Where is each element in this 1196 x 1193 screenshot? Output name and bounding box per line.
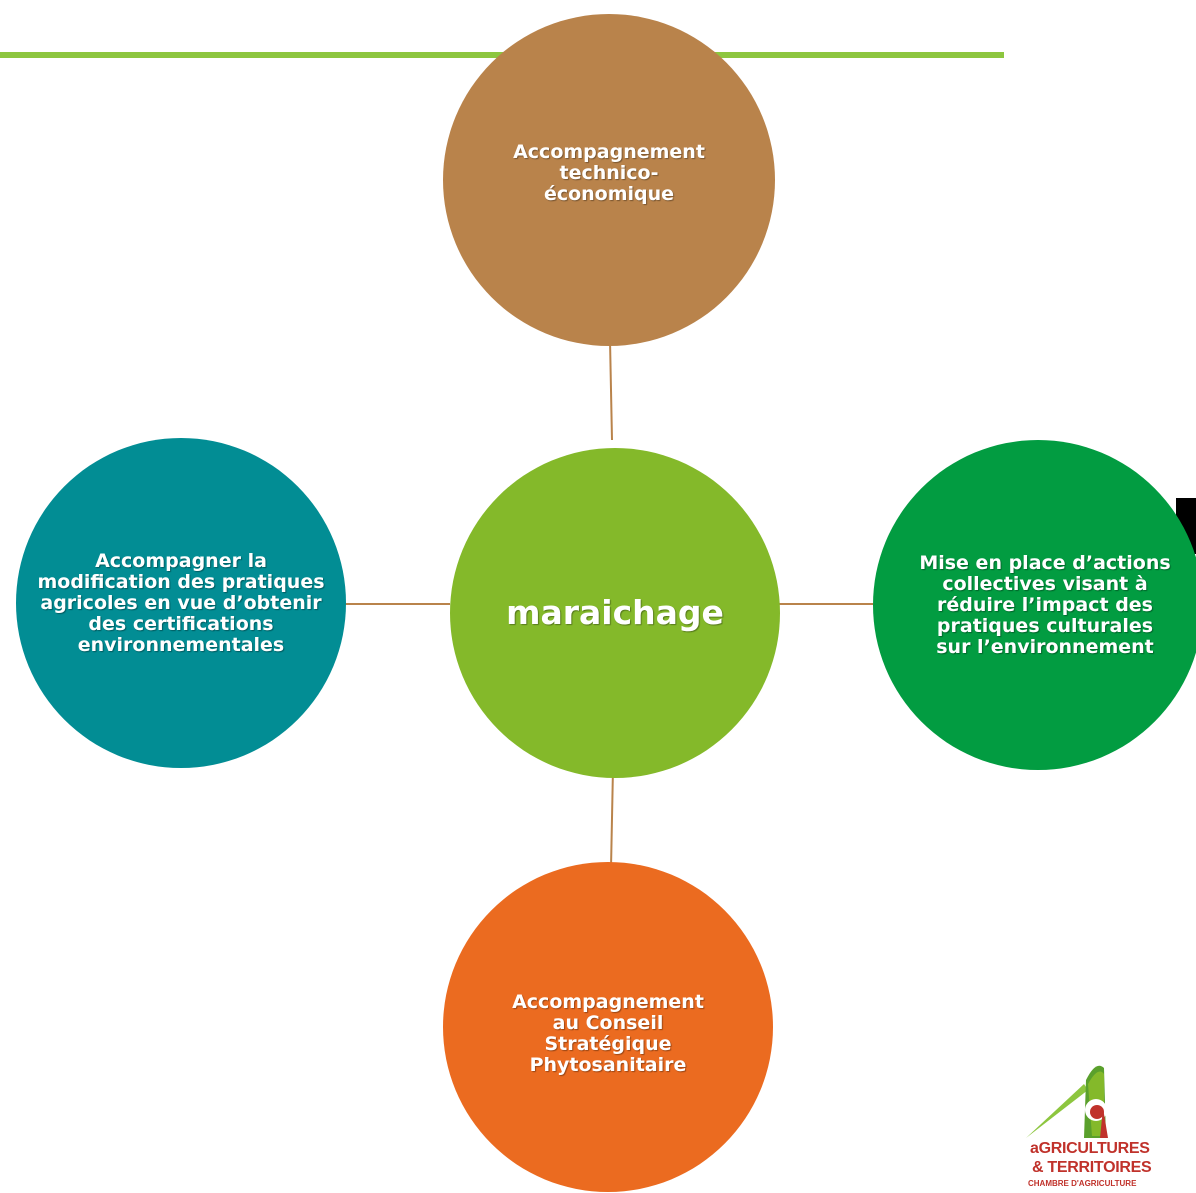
chambre-agriculture-logo: aGRICULTURES & TERRITOIRES CHAMBRE D'AGR… bbox=[1026, 1060, 1166, 1193]
node-bottom-label: Accompagnement au Conseil Stratégique Ph… bbox=[512, 991, 704, 1076]
connector-bottom bbox=[610, 767, 614, 869]
center-label: maraichage bbox=[506, 593, 724, 632]
connector-top bbox=[609, 339, 613, 441]
node-left-certifications: Accompagner la modification des pratique… bbox=[16, 438, 346, 768]
node-top-technico-economique: Accompagnement technico-économique bbox=[443, 14, 775, 346]
logo-text-line3: CHAMBRE D'AGRICULTURE bbox=[1028, 1179, 1137, 1188]
node-right-label: Mise en place d’actions collectives visa… bbox=[919, 551, 1171, 658]
agriculture-a-logo-icon bbox=[1026, 1065, 1108, 1138]
logo-text-line2: & TERRITOIRES bbox=[1032, 1159, 1152, 1176]
node-center-maraichage: maraichage bbox=[450, 448, 780, 778]
node-left-label: Accompagner la modification des pratique… bbox=[37, 549, 325, 656]
node-bottom-conseil-phyto: Accompagnement au Conseil Stratégique Ph… bbox=[443, 862, 773, 1192]
node-right-actions-collectives: Mise en place d’actions collectives visa… bbox=[873, 440, 1196, 770]
node-top-label: Accompagnement technico-économique bbox=[513, 141, 705, 205]
logo-text-line1: aGRICULTURES bbox=[1030, 1140, 1150, 1157]
